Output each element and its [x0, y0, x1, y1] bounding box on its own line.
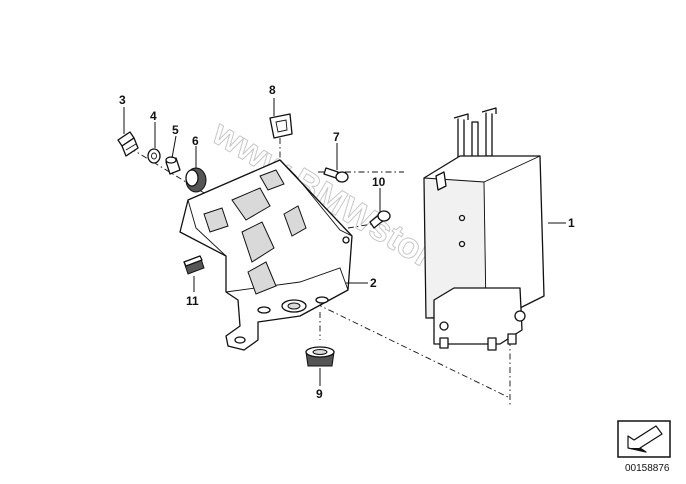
spacer-part-5 [165, 156, 181, 175]
washer-part-4 [147, 148, 161, 164]
callout-5: 5 [172, 123, 179, 137]
screw-part-3 [117, 131, 139, 157]
callout-7: 7 [333, 130, 340, 144]
bracket-part-2 [179, 159, 353, 351]
callout-6: 6 [192, 134, 199, 148]
cap-part-11 [183, 255, 205, 275]
callout-10: 10 [372, 175, 386, 189]
leader-lines [123, 98, 566, 386]
callout-9: 9 [316, 387, 323, 401]
corner-badge [617, 420, 671, 458]
reference-number: 00158876 [625, 463, 670, 474]
callout-1: 1 [568, 216, 575, 230]
control-unit-part-1 [423, 107, 545, 351]
callout-11: 11 [186, 294, 199, 308]
clip-nut-part-8 [269, 113, 293, 139]
callout-4: 4 [150, 109, 157, 123]
callout-2: 2 [370, 276, 377, 290]
bushing-part-6 [185, 167, 207, 193]
arrow-down-left-icon [627, 425, 663, 453]
screw-part-7 [323, 167, 349, 183]
screw-part-10 [369, 210, 391, 229]
callouts: 3 4 5 6 8 7 10 1 2 9 11 [119, 83, 575, 401]
callout-8: 8 [269, 83, 276, 97]
grommet-part-9 [305, 346, 335, 367]
callout-3: 3 [119, 93, 126, 107]
